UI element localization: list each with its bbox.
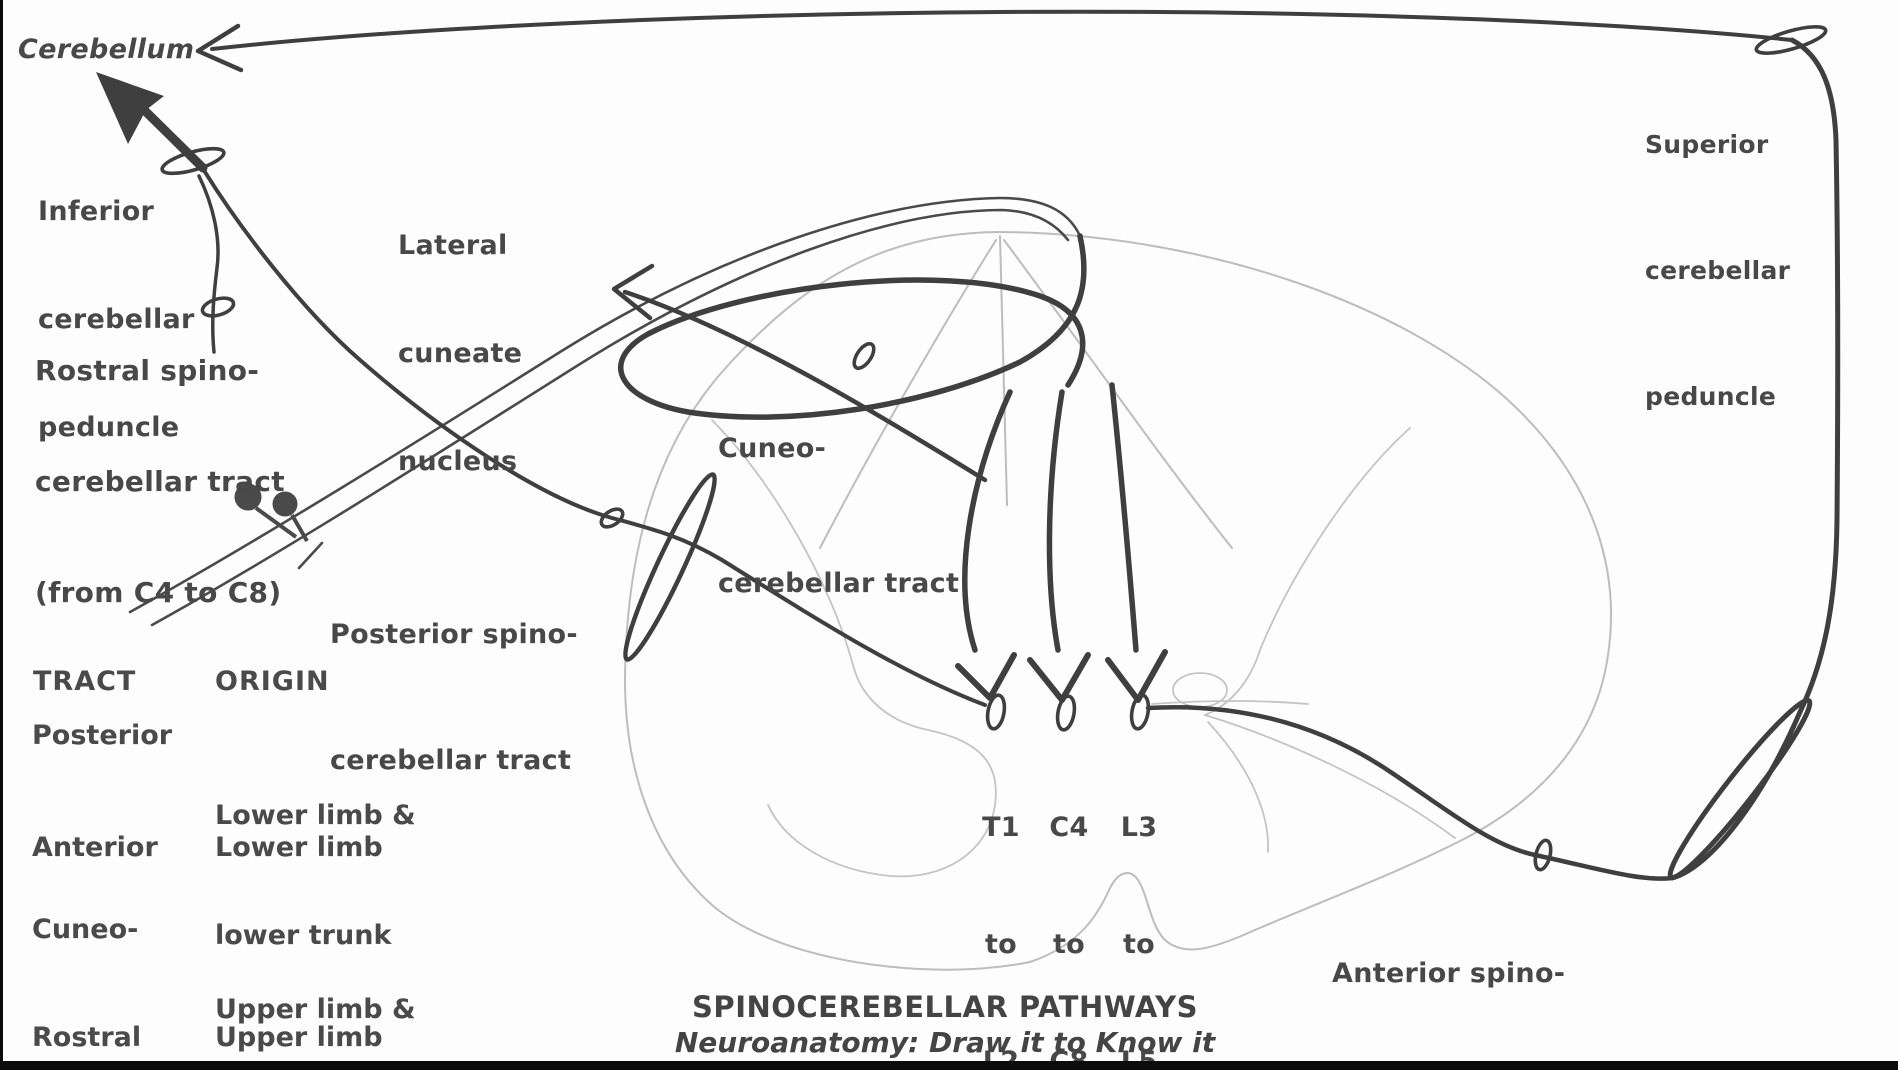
label-cuneo-tract: Cuneo- cerebellar tract — [718, 433, 960, 599]
table-row-anterior-tract: Anterior — [32, 832, 158, 863]
drg-neuron-dots — [234, 483, 309, 542]
fiber-to-L3 — [1109, 382, 1139, 653]
posterior-tract-spindle — [623, 472, 717, 662]
dorsal-column-septum-right — [1003, 239, 1233, 549]
root-tick — [297, 541, 324, 570]
inferior-peduncle-oval — [160, 146, 226, 176]
posterior-line-oval — [599, 507, 625, 529]
table-row-rostral-tract: Rostral — [32, 1022, 142, 1053]
crossing-ovals — [160, 25, 1828, 872]
diagram-title: SPINOCEREBELLAR PATHWAYS — [692, 990, 1198, 1024]
rostral-ascending-line — [197, 174, 220, 354]
label-cerebellum: Cerebellum — [18, 34, 195, 65]
label-rostral-tract: Rostral spino- cerebellar tract (from C4… — [35, 354, 285, 609]
table-row-posterior-tract: Posterior — [32, 720, 173, 751]
arrowhead-T1-icon — [955, 652, 1017, 701]
dorsal-column-septum-left — [819, 239, 997, 549]
cuneocerebellar-arrow — [611, 263, 988, 483]
spinal-cord-outline — [623, 230, 1613, 971]
anterior-tract-spindle — [1667, 697, 1813, 881]
nucleus-arrowhead-icon — [611, 263, 655, 321]
label-superior-cerebellar-peduncle: Superior cerebellar peduncle — [1645, 130, 1791, 411]
table-header-origin: ORIGIN — [215, 666, 330, 697]
diagram-subtitle: Neuroanatomy: Draw it to Know it — [674, 1026, 1216, 1059]
rostral-line-oval — [200, 296, 236, 318]
cuneo-loop-oval — [852, 341, 876, 371]
anterior-line-oval — [1533, 838, 1553, 872]
C4-cell-oval — [1055, 694, 1077, 732]
tract-spindles — [623, 472, 1813, 881]
label-anterior-tract: Anterior spino- cerebellar tract — [1332, 958, 1566, 989]
left-edge-bar — [0, 0, 3, 1070]
T1-cell-oval — [985, 693, 1007, 731]
table-row-anterior-origin: Lower limb — [215, 832, 383, 863]
label-lateral-cuneate-nucleus: Lateral cuneate nucleus — [398, 230, 523, 477]
dorsal-root-band — [128, 196, 1082, 627]
label-posterior-tract: Posterior spino- cerebellar tract — [330, 619, 578, 776]
posterior-tract-path — [96, 72, 987, 707]
arrowhead-L3-icon — [1105, 649, 1168, 703]
superior-peduncle-top-sweep — [210, 9, 1794, 51]
fiber-to-T1 — [962, 389, 1013, 653]
table-row-posterior-origin: Lower limb & lower trunk — [215, 800, 416, 951]
arrowhead-C4-icon — [1027, 652, 1091, 703]
L3-cell-oval — [1129, 693, 1151, 731]
fiber-to-C4 — [1046, 389, 1065, 653]
table-header-tract: TRACT — [33, 666, 137, 697]
table-row-rostral-origin: Upper limb — [215, 1022, 383, 1053]
label-inferior-cerebellar-peduncle: Inferior cerebellar peduncle — [38, 196, 195, 443]
table-row-cuneo-tract: Cuneo- — [32, 914, 139, 945]
inferior-peduncle-arrowhead-icon — [96, 72, 164, 144]
table-row-cuneo-origin: Upper limb & upper trunk — [215, 994, 416, 1025]
cerebellum-arrowhead-icon — [195, 23, 244, 73]
bottom-edge-bar — [0, 1061, 1898, 1070]
diagram-footer: SPINOCEREBELLAR PATHWAYS Neuroanatomy: D… — [560, 990, 1330, 1059]
cuneo-loop-and-descenders — [618, 233, 1168, 703]
segment-L3-L5: L3 to L5 — [1120, 812, 1158, 1070]
superior-peduncle-oval — [1754, 25, 1828, 55]
